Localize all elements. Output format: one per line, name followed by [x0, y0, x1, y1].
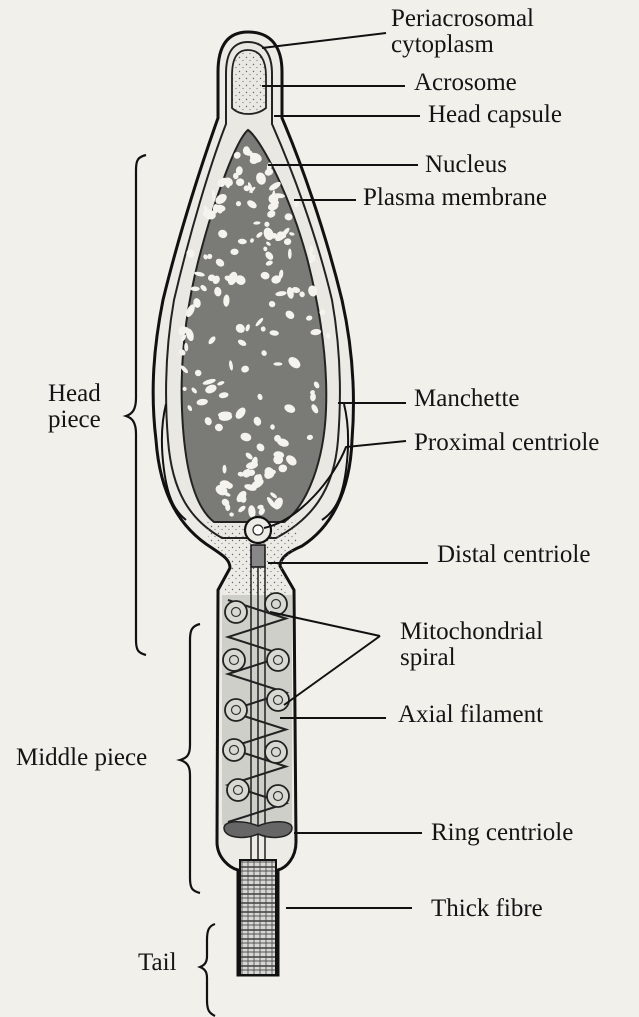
label-head-capsule: Head capsule: [428, 102, 562, 128]
mitochondrion: [225, 699, 247, 721]
label-mitochondrial: Mitochondrial: [400, 620, 543, 644]
mitochondrion: [267, 649, 289, 671]
head-piece-bracket: [126, 155, 146, 655]
mitochondrion: [267, 785, 289, 807]
tail-bracket: [200, 924, 215, 1016]
mitochondrion: [225, 601, 247, 623]
label-ring-centriole: Ring centriole: [431, 820, 573, 846]
label-acrosome: Acrosome: [414, 70, 517, 96]
label-middle-piece: Middle piece: [16, 745, 147, 771]
mitochondrion: [265, 593, 287, 615]
mitochondrion: [227, 779, 249, 801]
label-plasma-membrane: Plasma membrane: [363, 185, 547, 211]
label-periacrosomal: Periacrosomal: [391, 7, 534, 31]
chromatin-blotch: [288, 249, 292, 260]
label-axial-filament: Axial filament: [398, 702, 543, 728]
label-head: Head: [48, 382, 101, 406]
label-proximal-centriole: Proximal centriole: [414, 430, 599, 456]
distal-centriole-shape: [251, 545, 265, 567]
label-cytoplasm: cytoplasm: [391, 33, 494, 57]
mitochondrion: [265, 741, 287, 763]
chromatin-blotch: [273, 362, 282, 366]
label-thick-fibre: Thick fibre: [431, 896, 543, 922]
acrosome-shape: [232, 50, 266, 114]
thick-fibre-shape: [240, 860, 276, 975]
label-distal-centriole: Distal centriole: [437, 542, 590, 568]
mitochondrion: [223, 649, 245, 671]
label-nucleus: Nucleus: [425, 152, 507, 178]
label-tail: Tail: [138, 950, 177, 976]
middle-piece-bracket: [180, 624, 200, 893]
label-manchette: Manchette: [414, 386, 520, 412]
mitochondrion: [267, 689, 289, 711]
label-spiral: spiral: [400, 646, 456, 670]
label-piece: piece: [48, 408, 101, 432]
mitochondrion: [223, 739, 245, 761]
